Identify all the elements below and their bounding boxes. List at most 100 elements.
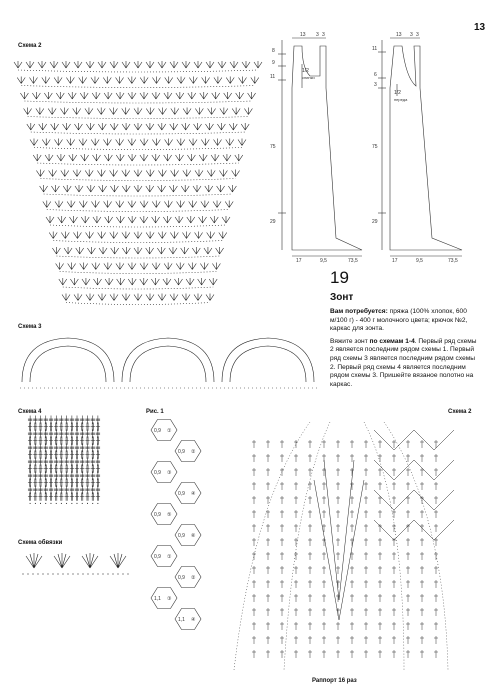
- fan-stitch: [87, 247, 96, 255]
- fan-stitch: [38, 123, 47, 131]
- fan-stitch: [175, 154, 184, 162]
- fan-stitch: [164, 200, 173, 208]
- stitch-mark: [406, 440, 410, 448]
- fan-stitch: [146, 107, 155, 115]
- fan-stitch: [180, 247, 189, 255]
- stitch-mark: [392, 468, 396, 476]
- scheme3-label: Схема 3: [18, 324, 42, 330]
- stitch-mark: [322, 496, 326, 504]
- fan-stitch: [175, 92, 185, 100]
- fan-stitch: [200, 262, 209, 270]
- fan-stitch: [151, 262, 161, 270]
- stitch-mark: [336, 608, 340, 616]
- scheme2-top-chart: [13, 50, 263, 318]
- back-dim-bottom-3: 73,5: [348, 258, 358, 264]
- scheme2-bottom-label: Схема 2: [448, 409, 472, 415]
- fan-stitch: [13, 61, 23, 69]
- fan-stitch: [127, 76, 137, 84]
- stitch-mark: [322, 468, 326, 476]
- stitch-mark: [378, 594, 382, 602]
- hex-label: 0,9: [154, 512, 161, 518]
- row-base: [59, 271, 217, 274]
- fan-stitch: [80, 216, 90, 224]
- fan-stitch: [115, 138, 124, 146]
- stitch-mark: [364, 608, 368, 616]
- fan-stitch: [60, 169, 70, 177]
- stitch-mark: [266, 510, 270, 518]
- stitch-mark: [266, 594, 270, 602]
- stitch-mark: [364, 580, 368, 588]
- fan-stitch: [187, 154, 196, 162]
- stitch-mark: [378, 566, 382, 574]
- stitch-mark: [294, 650, 298, 658]
- fan-stitch: [109, 169, 118, 177]
- back-dim-left-4: 75: [270, 144, 276, 150]
- stitch-mark: [350, 650, 354, 658]
- fan-stitch: [210, 216, 219, 224]
- fan-stitch: [219, 107, 229, 115]
- back-label-part: спинки: [302, 75, 315, 80]
- stitch-mark: [266, 650, 270, 658]
- back-dim-left-3: 11: [270, 74, 275, 80]
- stitch-mark: [420, 580, 424, 588]
- needs-text: пряжа (100% хлопок, 600 м/100 г) - 400 г…: [330, 308, 468, 333]
- fan-stitch: [90, 76, 100, 84]
- fan-stitch: [228, 185, 237, 193]
- stitch-mark: [252, 552, 256, 560]
- stitch-mark: [434, 636, 438, 644]
- fan-stitch: [91, 200, 100, 208]
- stitch-mark: [350, 552, 354, 560]
- fan-stitch: [175, 262, 185, 270]
- stitch-mark: [406, 622, 410, 630]
- fan-stitch: [145, 247, 154, 255]
- stitch-mark: [392, 538, 396, 546]
- hex-circled-number: ⑥: [191, 533, 196, 539]
- stitch-mark: [322, 636, 326, 644]
- front-dim-left-3: 3: [374, 82, 377, 88]
- fan-stitch: [86, 185, 96, 193]
- stitch-mark: [434, 524, 438, 532]
- fan-stitch: [188, 200, 197, 208]
- stitch-mark: [322, 650, 326, 658]
- fan-stitch: [121, 123, 131, 131]
- stitch-mark: [308, 468, 312, 476]
- stitch-mark: [392, 454, 396, 462]
- row-base: [37, 162, 239, 166]
- hexagon-cell: [150, 587, 178, 609]
- hex-label: 0,9: [154, 470, 161, 476]
- stitch-mark: [280, 468, 284, 476]
- fan-stitch: [91, 262, 101, 270]
- stitch-mark: [406, 580, 410, 588]
- stitch-mark: [434, 510, 438, 518]
- fan-stitch: [145, 231, 155, 239]
- fan-stitch: [163, 92, 173, 100]
- hexagon-cell: [150, 503, 178, 525]
- hexagon-cell: [150, 419, 178, 441]
- stitch-mark: [406, 552, 410, 560]
- stitch-mark: [364, 496, 368, 504]
- stitch-mark: [336, 552, 340, 560]
- fan-stitch: [174, 216, 184, 224]
- stitch-mark: [336, 636, 340, 644]
- stitch-mark: [378, 468, 382, 476]
- stitch-mark: [280, 650, 284, 658]
- fan-stitch: [224, 200, 234, 208]
- hexagon-cell: [150, 545, 178, 567]
- row-base: [56, 255, 220, 259]
- hexagon-cell: [174, 608, 202, 630]
- fan-stitch: [203, 247, 213, 255]
- fan-stitch: [195, 107, 204, 115]
- stitch-mark: [252, 608, 256, 616]
- stitch-mark: [308, 440, 312, 448]
- fan-stitch: [109, 293, 119, 301]
- front-dim-top-3: 3: [416, 32, 419, 38]
- fan-stitch: [205, 293, 215, 301]
- stitch-mark: [392, 636, 396, 644]
- fan-stitch: [157, 61, 167, 69]
- stitch-mark: [294, 454, 298, 462]
- hex-label: 0,9: [178, 533, 185, 539]
- fan-stitch: [151, 216, 160, 224]
- stitch-mark: [336, 510, 340, 518]
- hex-circled-number: ①: [167, 428, 172, 434]
